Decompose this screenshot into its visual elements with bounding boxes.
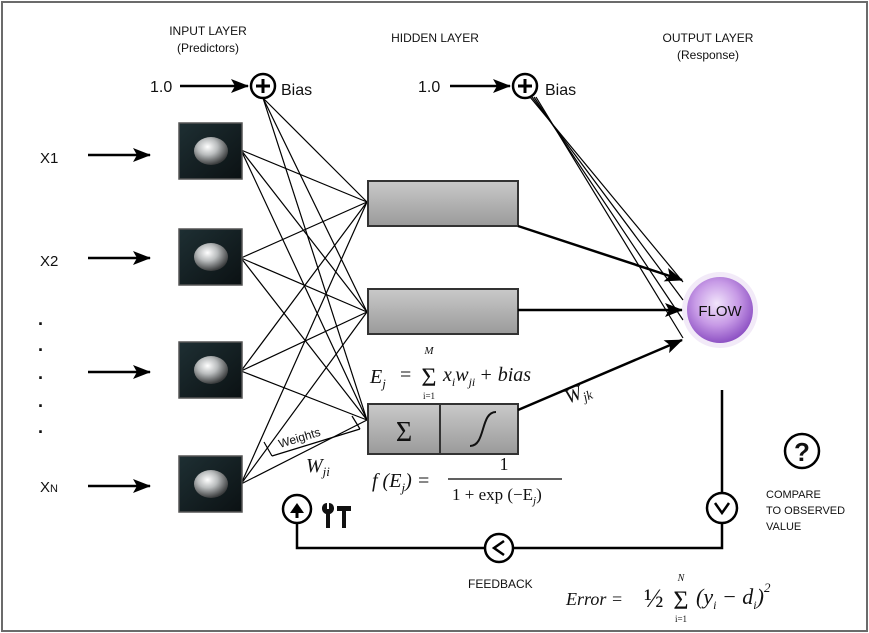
compare-line-3: VALUE xyxy=(766,521,801,533)
equation-sigmoid: f (Ej) = 1 1 + exp (−Ej) xyxy=(372,454,562,507)
input-node-x1 xyxy=(178,122,243,180)
question-mark-icon: ? xyxy=(783,432,821,470)
svg-text:Σ: Σ xyxy=(421,363,436,392)
hidden-node-1 xyxy=(367,180,519,227)
ellipsis-dot-3: . xyxy=(38,363,43,383)
left-arrow-circle-icon xyxy=(483,532,515,564)
input-label-x1: X1 xyxy=(40,150,58,167)
hidden-node-expanded: Σ xyxy=(367,403,519,455)
svg-text:i=1: i=1 xyxy=(423,391,435,401)
output-node-label: FLOW xyxy=(698,303,742,320)
svg-text:Σ: Σ xyxy=(673,586,688,615)
weight-wji-label: Wji xyxy=(306,455,330,479)
down-arrow-circle-icon xyxy=(705,491,739,525)
svg-text:Error =: Error = xyxy=(565,589,623,609)
equation-error: Error = ½ N Σ i=1 (yi − di)2 xyxy=(565,573,771,624)
weights-bracket xyxy=(263,415,361,457)
svg-text:1: 1 xyxy=(500,454,509,474)
output-layer-subtitle: (Response) xyxy=(677,48,739,62)
svg-text:N: N xyxy=(677,573,686,584)
input-label-xn: XN xyxy=(40,479,58,496)
tools-icon xyxy=(321,503,351,528)
bias-hidden-label: Bias xyxy=(545,82,576,99)
svg-text:?: ? xyxy=(794,437,810,467)
input-node-xn xyxy=(178,455,243,513)
bias-hidden-plus-icon xyxy=(511,72,539,100)
bias-input-label: Bias xyxy=(281,82,312,99)
svg-text:f (Ej) =: f (Ej) = xyxy=(372,470,430,495)
ellipsis-dot-2: . xyxy=(38,335,43,355)
input-node-x3 xyxy=(178,341,243,399)
bias-output-links xyxy=(529,96,684,339)
svg-text:M: M xyxy=(423,345,434,357)
compare-line-2: TO OBSERVED xyxy=(766,505,845,517)
svg-text:i=1: i=1 xyxy=(675,614,687,624)
input-node-x2 xyxy=(178,228,243,286)
ellipsis-dot-1: . xyxy=(38,309,43,329)
hidden-layer-title: HIDDEN LAYER xyxy=(391,31,479,45)
output-node-flow: FLOW xyxy=(682,272,758,348)
equation-ej: Ej = M Σ i=1 xiwji+ bias xyxy=(369,345,531,401)
bias-hidden-value: 1.0 xyxy=(418,79,440,96)
sigmoid-icon xyxy=(469,411,497,447)
hidden3-output-link xyxy=(517,338,683,412)
feedback-label: FEEDBACK xyxy=(468,577,533,591)
svg-text:xiwji+ bias: xiwji+ bias xyxy=(442,364,531,389)
compare-line-1: COMPARE xyxy=(766,489,821,501)
input-label-x2: X2 xyxy=(40,253,58,270)
input-layer-subtitle: (Predictors) xyxy=(177,41,239,55)
ellipsis-dot-5: . xyxy=(38,417,43,437)
svg-text:(yi − di)2: (yi − di)2 xyxy=(696,580,771,612)
svg-text:1 + exp (−Ej): 1 + exp (−Ej) xyxy=(452,485,542,507)
bias-input-value: 1.0 xyxy=(150,79,172,96)
bias-plus-icon xyxy=(249,72,277,100)
hidden-node-2 xyxy=(367,288,519,335)
ellipsis-dot-4: . xyxy=(38,391,43,411)
input-hidden-weights xyxy=(240,97,368,485)
summation-symbol: Σ xyxy=(396,417,412,448)
svg-text:Ej: Ej xyxy=(369,366,386,391)
svg-text:½: ½ xyxy=(644,584,664,613)
output-layer-title: OUTPUT LAYER xyxy=(663,31,754,45)
hidden1-output-link xyxy=(517,224,683,282)
up-arrow-circle-icon xyxy=(281,493,313,525)
svg-text:=: = xyxy=(400,364,411,386)
input-layer-title: INPUT LAYER xyxy=(169,24,247,38)
